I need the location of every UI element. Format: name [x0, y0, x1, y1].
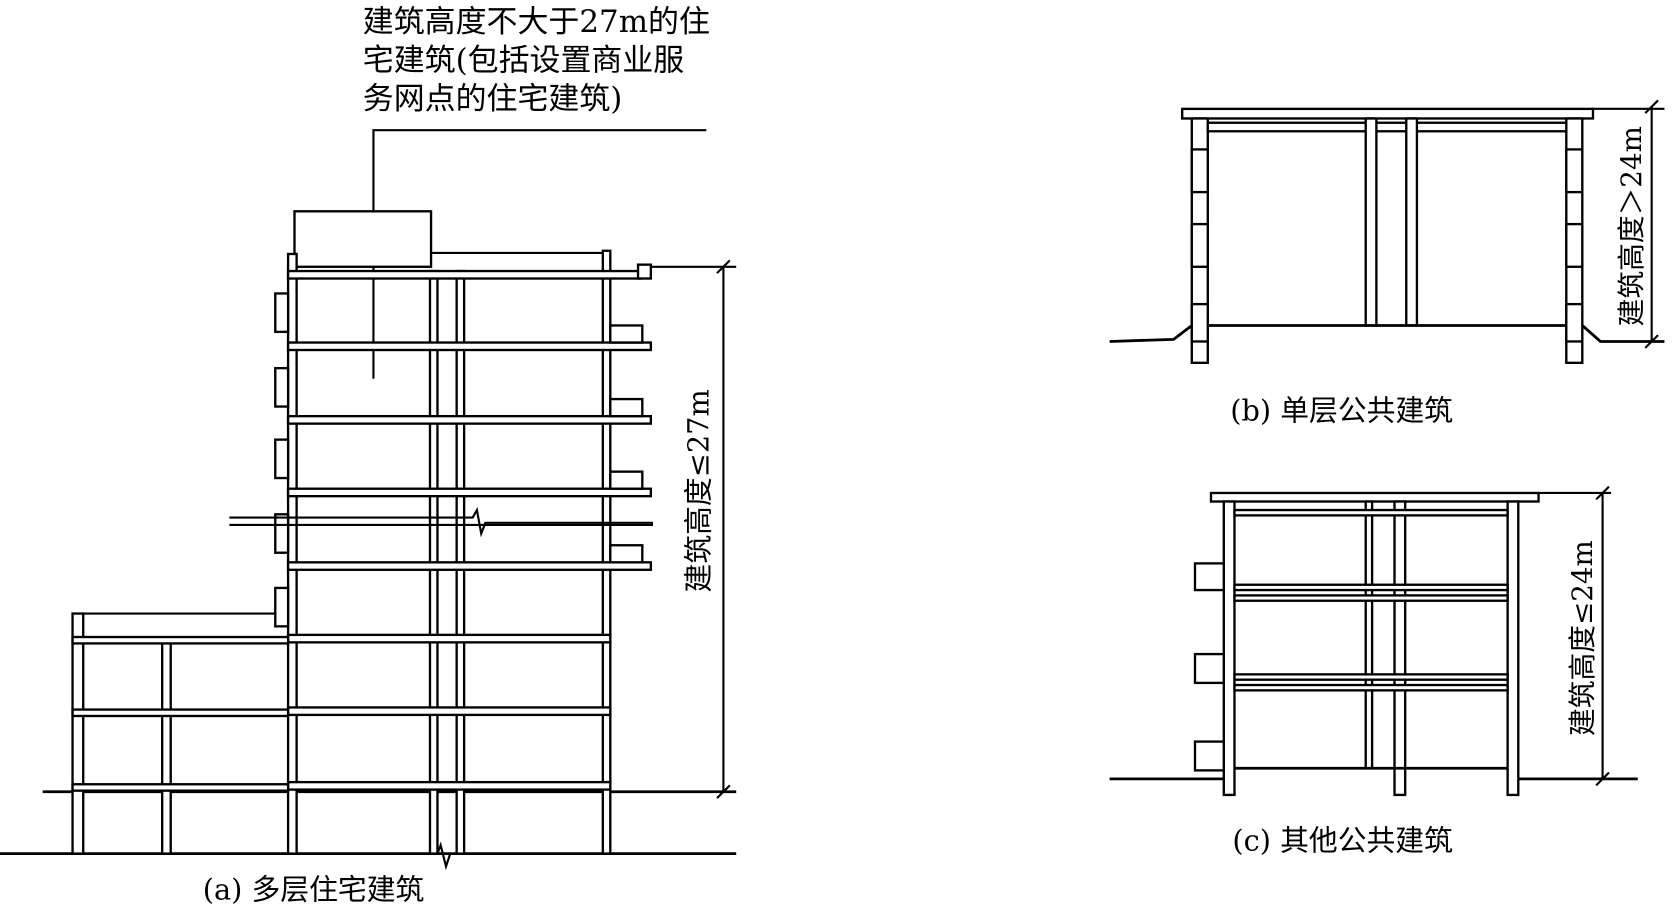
window: [1565, 148, 1584, 194]
tower-floor-slab: [286, 487, 653, 498]
window: [1190, 302, 1209, 343]
floor-slab: [1233, 583, 1509, 592]
tower-floor-slab: [286, 341, 653, 352]
annotation-line-3: 务网点的住宅建筑): [363, 81, 623, 117]
dimension-tick: [716, 784, 731, 799]
grade-line: [1109, 324, 1193, 343]
figure-c-other-public: [1109, 485, 1638, 797]
break-zigzag: [429, 841, 465, 871]
floor-slab: [1233, 594, 1509, 602]
floor-slab: [1233, 683, 1509, 692]
window: [1565, 222, 1584, 268]
column: [1364, 500, 1374, 770]
leader-line: [372, 129, 707, 379]
annotation-line-1: 建筑高度不大于27m的住: [363, 4, 710, 40]
column: [1405, 117, 1419, 327]
dimension-tick: [1595, 771, 1610, 787]
low-block-floor-slab: [71, 635, 290, 645]
tower-floor-slab: [286, 269, 642, 280]
floor-slab: [1233, 508, 1509, 517]
window: [1190, 148, 1209, 194]
balcony: [609, 397, 644, 418]
low-block-left-wall: [71, 612, 85, 855]
window-box: [1193, 562, 1225, 592]
floor-slab: [286, 633, 612, 644]
dimension-tick: [1595, 485, 1610, 501]
beam: [1206, 121, 1568, 133]
low-block-floor-slab: [71, 708, 290, 718]
window: [1190, 222, 1209, 268]
roof-edge-lip: [636, 263, 653, 280]
caption-a: (a) 多层住宅建筑: [203, 872, 425, 906]
window-box: [1193, 740, 1225, 772]
low-block-floor-slab: [71, 783, 290, 792]
figure-b-single-story-public: [1109, 99, 1665, 364]
window: [1565, 302, 1584, 343]
dimension-label-c: 建筑高度≤24m: [1566, 540, 1599, 736]
window-box: [274, 366, 290, 408]
balcony: [609, 470, 644, 490]
floor-slab: [1233, 673, 1509, 681]
dimension-label-b: 建筑高度＞24m: [1615, 126, 1648, 326]
dimension-tick: [716, 259, 731, 274]
window-box: [274, 586, 290, 628]
tower-floor-slab: [286, 414, 653, 425]
break-line: [229, 506, 653, 538]
dimension-label-a: 建筑高度≤27m: [681, 389, 715, 592]
dimension-tick: [1644, 334, 1659, 349]
right-wall: [1506, 500, 1520, 797]
balcony: [609, 544, 644, 564]
column: [1393, 500, 1407, 797]
window-box: [1193, 652, 1225, 685]
roof-slab: [1209, 491, 1540, 503]
window-box: [274, 292, 290, 334]
caption-c: (c) 其他公共建筑: [1232, 823, 1453, 857]
low-block-column: [161, 639, 172, 855]
tower-floor-slab: [286, 561, 653, 571]
figure-a-multistory-residential: [0, 129, 737, 871]
window-box: [274, 513, 290, 554]
floor-slab: [286, 706, 612, 717]
roof-penthouse: [293, 210, 433, 268]
annotation-line-2: 宅建筑(包括设置商业服: [363, 42, 685, 78]
window-box: [274, 438, 290, 480]
grade-line: [1581, 324, 1665, 343]
dimension-tick: [1644, 99, 1659, 114]
balcony: [609, 324, 644, 344]
caption-b: (b) 单层公共建筑: [1230, 393, 1453, 427]
floor-slab: [286, 780, 612, 791]
column: [1364, 117, 1378, 327]
roof-slab: [1181, 107, 1595, 120]
left-wall: [1222, 500, 1236, 797]
